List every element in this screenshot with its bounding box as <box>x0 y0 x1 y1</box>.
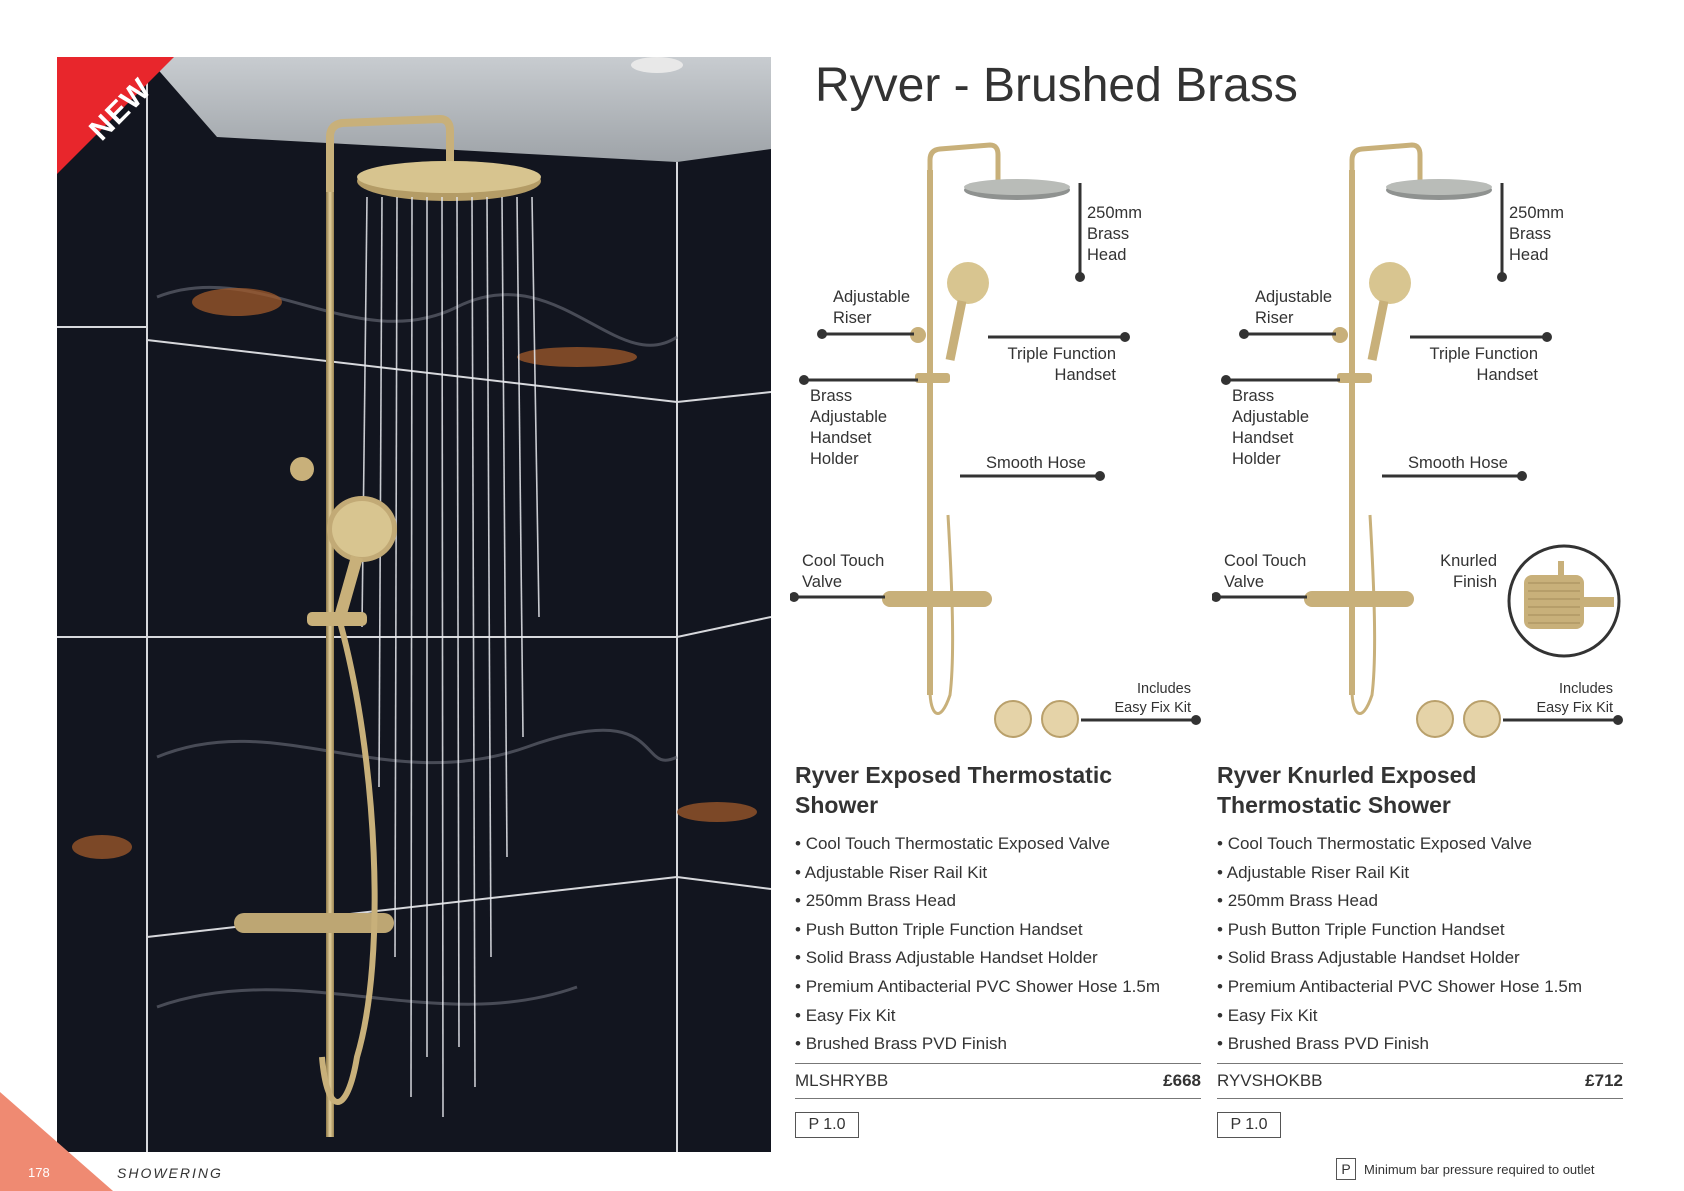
product-title: Ryver Knurled Exposed Thermostatic Showe… <box>1217 762 1477 818</box>
price-row: MLSHRYBB £668 <box>795 1063 1201 1099</box>
feature-list: Cool Touch Thermostatic Exposed Valve Ad… <box>1217 830 1623 1059</box>
label-riser: Adjustable Riser <box>833 288 911 327</box>
feature-item: Cool Touch Thermostatic Exposed Valve <box>1217 830 1623 859</box>
feature-item: Brushed Brass PVD Finish <box>1217 1030 1623 1059</box>
label-valve: Cool Touch Valve <box>802 552 885 591</box>
pressure-key: P <box>1336 1158 1356 1180</box>
feature-item: Adjustable Riser Rail Kit <box>795 859 1201 888</box>
product-card-knurled: Ryver Knurled Exposed Thermostatic Showe… <box>1217 760 1623 1138</box>
feature-item: Easy Fix Kit <box>1217 1002 1623 1031</box>
label-knurled: Knurled Finish <box>1440 552 1497 591</box>
label-head: 250mm Brass Head <box>1087 204 1143 264</box>
knurled-detail-inset <box>1507 544 1621 658</box>
product-code: RYVSHOKBB <box>1217 1071 1323 1090</box>
feature-item: Premium Antibacterial PVC Shower Hose 1.… <box>1217 973 1623 1002</box>
feature-item: Adjustable Riser Rail Kit <box>1217 859 1623 888</box>
label-head: 250mm Brass Head <box>1509 204 1565 264</box>
feature-item: Easy Fix Kit <box>795 1002 1201 1031</box>
product-code: MLSHRYBB <box>795 1071 889 1090</box>
feature-list: Cool Touch Thermostatic Exposed Valve Ad… <box>795 830 1201 1059</box>
product-title: Ryver Exposed Thermostatic Shower <box>795 762 1113 818</box>
label-kit: Includes Easy Fix Kit <box>1114 681 1191 716</box>
label-handset: Triple Function Handset <box>1007 345 1116 384</box>
section-label: SHOWERING <box>117 1165 223 1181</box>
page-title: Ryver - Brushed Brass <box>815 59 1298 112</box>
label-hose: Smooth Hose <box>986 454 1086 472</box>
feature-item: Premium Antibacterial PVC Shower Hose 1.… <box>795 973 1201 1002</box>
shower-illustration <box>1304 142 1501 738</box>
pressure-badge: P 1.0 <box>1217 1112 1281 1138</box>
feature-item: 250mm Brass Head <box>1217 887 1623 916</box>
label-holder: Brass Adjustable Handset Holder <box>1232 387 1310 468</box>
label-holder: Brass Adjustable Handset Holder <box>810 387 888 468</box>
label-valve: Cool Touch Valve <box>1224 552 1307 591</box>
price-row: RYVSHOKBB £712 <box>1217 1063 1623 1099</box>
product-diagram-knurled: 250mm Brass Head Adjustable Riser Triple… <box>1212 135 1642 755</box>
label-hose: Smooth Hose <box>1408 454 1508 472</box>
new-ribbon <box>57 57 174 174</box>
footnote-text: Minimum bar pressure required to outlet <box>1364 1161 1595 1177</box>
feature-item: Push Button Triple Function Handset <box>795 916 1201 945</box>
pressure-footnote: P Minimum bar pressure required to outle… <box>1336 1158 1595 1180</box>
feature-item: Cool Touch Thermostatic Exposed Valve <box>795 830 1201 859</box>
label-handset: Triple Function Handset <box>1429 345 1538 384</box>
product-diagram-exposed: 250mm Brass Head Adjustable Riser Triple… <box>790 135 1220 755</box>
page-corner <box>0 1092 113 1191</box>
feature-item: Brushed Brass PVD Finish <box>795 1030 1201 1059</box>
feature-item: 250mm Brass Head <box>795 887 1201 916</box>
product-price: £712 <box>1585 1071 1623 1090</box>
pressure-badge: P 1.0 <box>795 1112 859 1138</box>
page-number: 178 <box>28 1165 50 1180</box>
label-riser: Adjustable Riser <box>1255 288 1333 327</box>
shower-illustration <box>882 142 1079 738</box>
product-card-exposed: Ryver Exposed Thermostatic Shower Cool T… <box>795 760 1201 1138</box>
feature-item: Push Button Triple Function Handset <box>1217 916 1623 945</box>
product-price: £668 <box>1163 1071 1201 1090</box>
feature-item: Solid Brass Adjustable Handset Holder <box>795 944 1201 973</box>
feature-item: Solid Brass Adjustable Handset Holder <box>1217 944 1623 973</box>
hero-photo: NEW <box>57 57 771 1152</box>
label-kit: Includes Easy Fix Kit <box>1536 681 1613 716</box>
